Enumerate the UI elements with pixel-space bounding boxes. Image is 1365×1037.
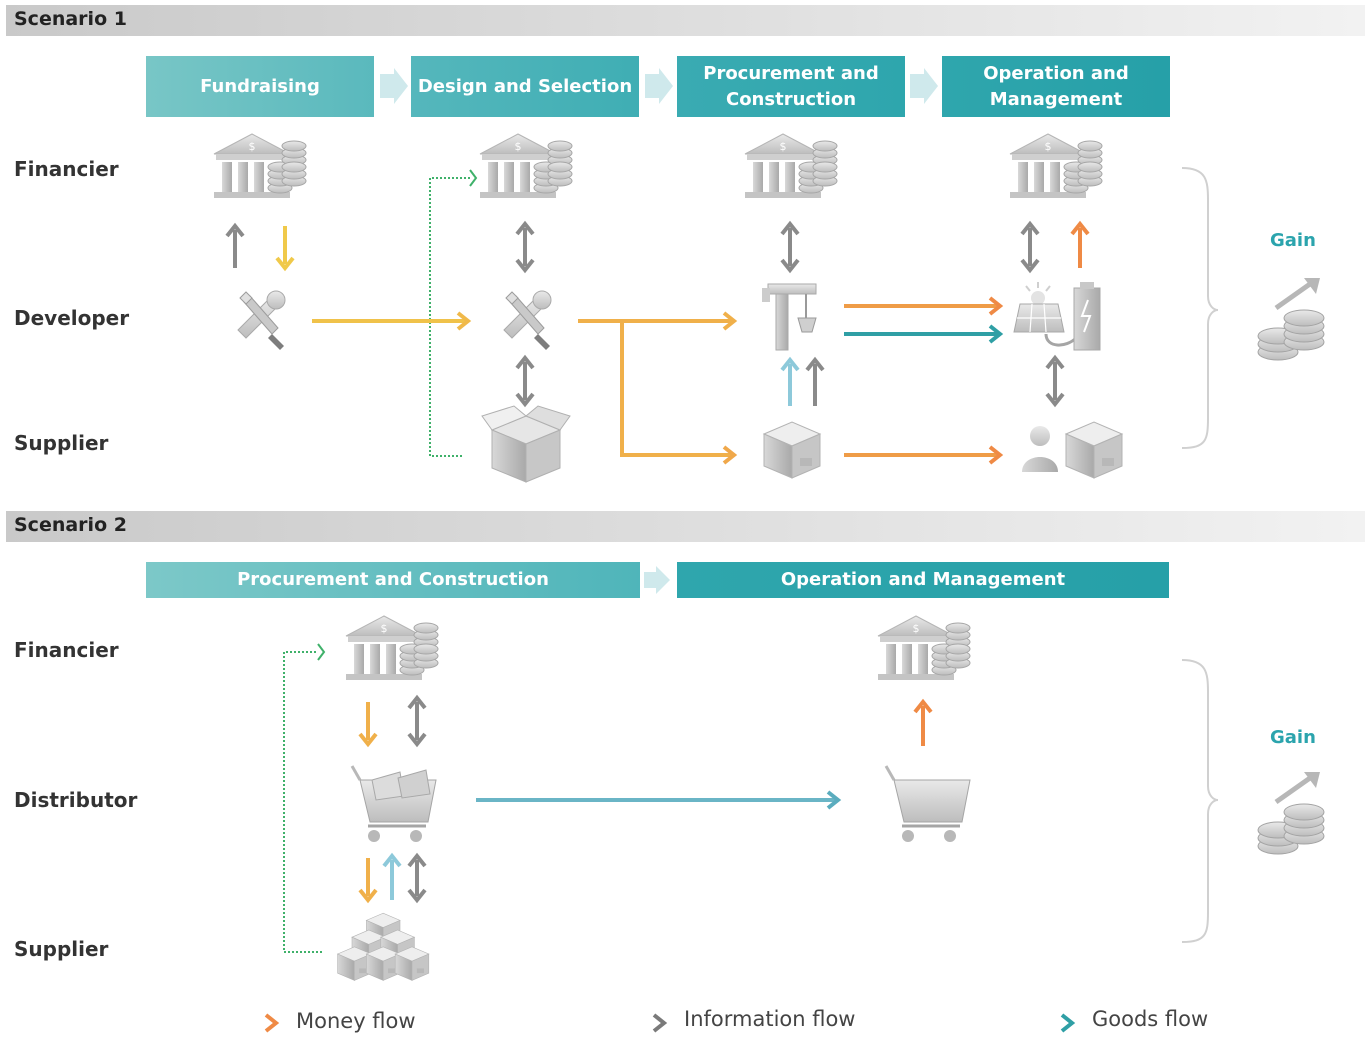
phase-label-fundraising: Fundraising [200, 75, 320, 97]
info-arrow-up [225, 222, 245, 268]
phase-box-operation [942, 56, 1170, 117]
legend-goods-label: Goods flow [1092, 1007, 1209, 1031]
person-icon [1022, 426, 1058, 472]
info-arrow-bidirectional [515, 354, 535, 408]
goods-flow-arrow [844, 324, 1004, 344]
info-arrow-bidirectional [780, 220, 800, 274]
goods-flow-arrow [476, 790, 842, 810]
bank-with-coins-icon [1009, 133, 1103, 199]
legend-information-arrow [546, 1013, 668, 1033]
goods-arrow-up [382, 852, 402, 900]
solar-panel-battery-icon [1012, 280, 1102, 352]
row-label-supplier: Supplier [14, 937, 109, 961]
money-arrow-down [358, 858, 378, 904]
money-flow-arrow [312, 311, 472, 331]
cart-contents [371, 769, 431, 801]
money-arrow-down [275, 226, 295, 272]
gain-label: Gain [1270, 727, 1316, 748]
gain-brace-s2 [1181, 659, 1219, 943]
scenario2-title: Scenario 2 [14, 514, 127, 536]
row-label-financier: Financier [14, 638, 119, 662]
bank-with-coins-icon [345, 615, 439, 681]
phase-label-operation: Operation and Management [983, 62, 1129, 110]
crane-icon [761, 283, 817, 351]
phase-chevron-1 [380, 68, 408, 104]
info-arrow-bidirectional [1020, 220, 1040, 274]
phase-chevron-s2 [644, 566, 670, 594]
info-arrow-bidirectional [515, 220, 535, 274]
goods-arrow-up [780, 356, 800, 406]
open-box-icon [481, 405, 571, 483]
money-flow-split [578, 311, 738, 465]
gain-brace-s1 [1181, 167, 1219, 449]
bank-with-coins-icon [744, 133, 838, 199]
phase-box-s2-operation [677, 562, 1169, 598]
legend-information-label: Information flow [684, 1007, 856, 1031]
info-arrow-bidirectional [1045, 354, 1065, 408]
info-arrow-bidirectional [407, 852, 427, 904]
row-label-supplier: Supplier [14, 431, 109, 455]
phase-box-procurement [677, 56, 905, 117]
phase-chevron-3 [910, 68, 938, 104]
box-icon [1065, 421, 1123, 479]
money-arrow-down [358, 702, 378, 748]
wrench-screwdriver-icon [237, 290, 286, 351]
bank-with-coins-icon [479, 133, 573, 199]
scenario2-bar [6, 511, 1365, 542]
bank-with-coins-icon [213, 133, 307, 199]
shopping-cart-icon [884, 764, 972, 844]
info-arrow-up [805, 356, 825, 406]
scenario1-title: Scenario 1 [14, 8, 127, 30]
legend-money-label: Money flow [296, 1009, 416, 1033]
phase-label-s2-procurement: Procurement and Construction [237, 569, 549, 590]
phase-chevron-2 [645, 68, 673, 104]
legend-money-arrow [158, 1013, 280, 1033]
row-label-financier: Financier [14, 157, 119, 181]
legend-goods-arrow [954, 1013, 1076, 1033]
money-arrow-up [913, 698, 933, 746]
phase-label-procurement: Procurement and Construction [703, 62, 879, 110]
row-label-developer: Developer [14, 306, 130, 330]
dotted-link-s2 [283, 651, 322, 953]
row-label-distributor: Distributor [14, 788, 138, 812]
phase-label-s2-operation: Operation and Management [780, 569, 1066, 590]
coins-growth-icon [1258, 278, 1324, 360]
box-icon [763, 421, 821, 479]
wrench-screwdriver-icon [503, 290, 552, 351]
phase-box-design [411, 56, 639, 117]
bank-with-coins-icon [877, 615, 971, 681]
info-arrow-bidirectional [407, 694, 427, 748]
money-flow-arrow [844, 296, 1004, 316]
phase-label-design: Design and Selection [417, 75, 633, 97]
phase-box-s2-procurement [146, 562, 640, 598]
money-flow-arrow [844, 445, 1004, 465]
scenario1-bar [6, 5, 1365, 36]
dotted-link-s2-arrowhead [317, 643, 326, 661]
stacked-boxes-icon [337, 912, 430, 981]
coins-growth-icon [1258, 772, 1324, 854]
dotted-link-s1 [429, 177, 470, 457]
money-arrow-up [1070, 220, 1090, 268]
dotted-link-s1-arrowhead [469, 169, 478, 187]
gain-label: Gain [1270, 230, 1316, 251]
phase-box-fundraising [146, 56, 374, 117]
